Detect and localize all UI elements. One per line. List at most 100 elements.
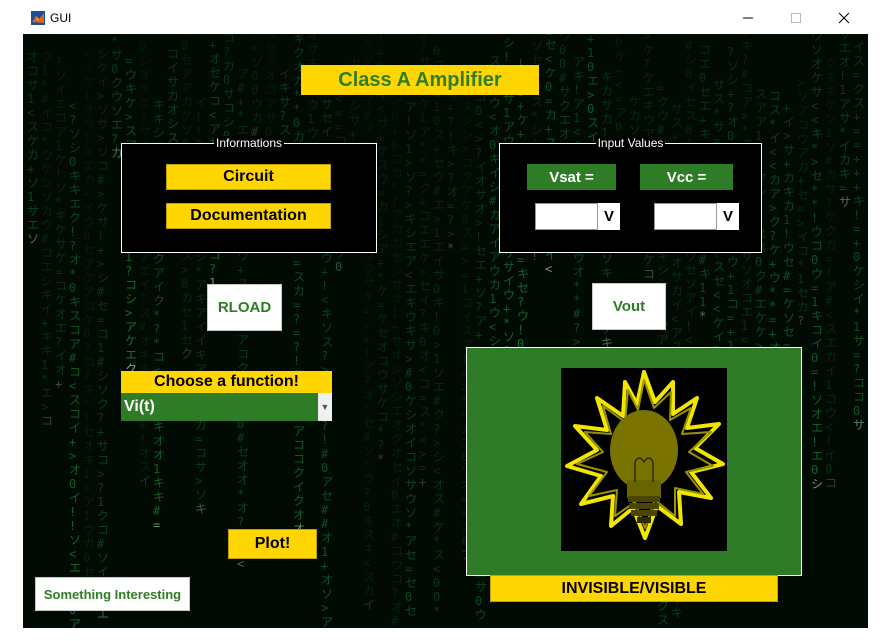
svg-text:1: 1 [727, 283, 734, 297]
svg-text:!: ! [811, 379, 818, 393]
svg-text:カ: カ [825, 238, 837, 252]
function-select[interactable]: Vi(t) ▼ [121, 393, 332, 421]
svg-text:キ: キ [853, 194, 865, 208]
svg-text:ア: ア [265, 97, 277, 111]
plot-button[interactable]: Plot! [228, 529, 317, 559]
svg-text:ウ: ウ [307, 126, 319, 140]
svg-text:1: 1 [587, 46, 594, 60]
svg-text:#: # [825, 294, 833, 308]
svg-text:1: 1 [601, 126, 608, 140]
svg-text:キ: キ [447, 143, 459, 157]
svg-text:シ: シ [391, 390, 403, 404]
svg-text:<: < [69, 547, 76, 561]
svg-text:サ: サ [167, 75, 179, 89]
svg-text:0: 0 [811, 253, 818, 267]
svg-text:<: < [769, 159, 776, 173]
svg-text:+: + [55, 377, 62, 391]
something-interesting-button[interactable]: Something Interesting [35, 577, 190, 611]
svg-text:ウ: ウ [475, 608, 487, 622]
svg-text:ケ: ケ [615, 50, 627, 64]
svg-text:ク: ク [559, 99, 571, 113]
svg-text:#: # [41, 232, 49, 246]
svg-text:ソ: ソ [405, 128, 417, 142]
circuit-button[interactable]: Circuit [166, 164, 331, 190]
svg-text:コ: コ [769, 89, 781, 103]
maximize-button[interactable] [773, 4, 819, 32]
svg-text:セ: セ [83, 243, 95, 257]
svg-text:!: ! [447, 129, 454, 143]
svg-text:*: * [419, 419, 426, 433]
svg-text:=: = [741, 333, 748, 347]
svg-text:セ: セ [699, 85, 711, 99]
svg-text:カ: カ [251, 111, 263, 125]
svg-text:ケ: ケ [755, 325, 767, 339]
svg-text:キ: キ [489, 152, 501, 166]
svg-text:サ: サ [279, 95, 291, 109]
svg-text:0: 0 [517, 337, 524, 351]
svg-text:>: > [433, 436, 440, 450]
svg-text:カ: カ [83, 537, 95, 551]
svg-text:セ: セ [713, 274, 725, 288]
maximize-icon [791, 13, 801, 23]
svg-text:シ: シ [503, 36, 515, 50]
close-button[interactable] [821, 4, 867, 32]
svg-text:サ: サ [559, 85, 571, 99]
svg-text:*: * [69, 267, 76, 281]
svg-text:サ: サ [223, 87, 235, 101]
svg-text:エ: エ [559, 113, 571, 127]
svg-text:>: > [741, 109, 748, 123]
svg-text:1: 1 [181, 319, 188, 333]
svg-text:>: > [475, 216, 482, 230]
svg-text:+: + [377, 130, 384, 144]
svg-text:オ: オ [559, 127, 571, 141]
minimize-button[interactable] [725, 4, 771, 32]
svg-text:!: ! [321, 279, 328, 293]
svg-text:#: # [657, 123, 665, 137]
svg-text:キ: キ [643, 99, 655, 113]
svg-text:キ: キ [419, 321, 431, 335]
svg-text:ア: ア [475, 314, 487, 328]
rload-button[interactable]: RLOAD [207, 284, 282, 331]
svg-text:コ: コ [419, 377, 431, 391]
svg-text:ソ: ソ [727, 59, 739, 73]
svg-text:?: ? [797, 314, 804, 328]
svg-text:>: > [419, 265, 426, 279]
svg-text:0: 0 [433, 576, 440, 590]
svg-text:キ: キ [839, 167, 851, 181]
svg-text:?: ? [447, 115, 454, 129]
vout-button[interactable]: Vout [592, 283, 666, 330]
svg-text:オ: オ [237, 459, 249, 473]
svg-text:イ: イ [503, 274, 515, 288]
invisible-visible-button[interactable]: INVISIBLE/VISIBLE [490, 575, 778, 602]
svg-text:シ: シ [853, 278, 865, 292]
svg-text:シ: シ [391, 362, 403, 376]
svg-text:1: 1 [461, 352, 468, 366]
svg-text:=: = [545, 94, 552, 108]
svg-text:セ: セ [783, 325, 795, 339]
svg-text:0: 0 [461, 450, 468, 464]
svg-text:=: = [405, 562, 412, 576]
vsat-input[interactable] [535, 203, 598, 230]
svg-text:#: # [825, 154, 833, 168]
svg-text:1: 1 [783, 213, 790, 227]
svg-text:=: = [797, 202, 804, 216]
svg-text:ア: ア [573, 97, 585, 111]
svg-text:コ: コ [727, 297, 739, 311]
svg-text:ケ: ケ [55, 293, 67, 307]
svg-text:ア: ア [237, 333, 249, 347]
svg-text:?: ? [69, 239, 76, 253]
svg-text:1: 1 [209, 276, 216, 290]
svg-text:!: ! [685, 319, 692, 333]
svg-text:シ: シ [349, 99, 361, 113]
svg-text:エ: エ [55, 97, 67, 111]
svg-text:ケ: ケ [755, 311, 767, 325]
svg-text:0: 0 [853, 250, 860, 264]
svg-text:エ: エ [811, 421, 823, 435]
svg-text:サ: サ [503, 260, 515, 274]
svg-text:=: = [125, 54, 132, 68]
documentation-button[interactable]: Documentation [166, 203, 331, 229]
vcc-input[interactable] [654, 203, 717, 230]
chevron-down-icon[interactable]: ▼ [318, 393, 332, 421]
svg-text:ス: ス [769, 103, 781, 117]
svg-text:0: 0 [391, 138, 398, 152]
